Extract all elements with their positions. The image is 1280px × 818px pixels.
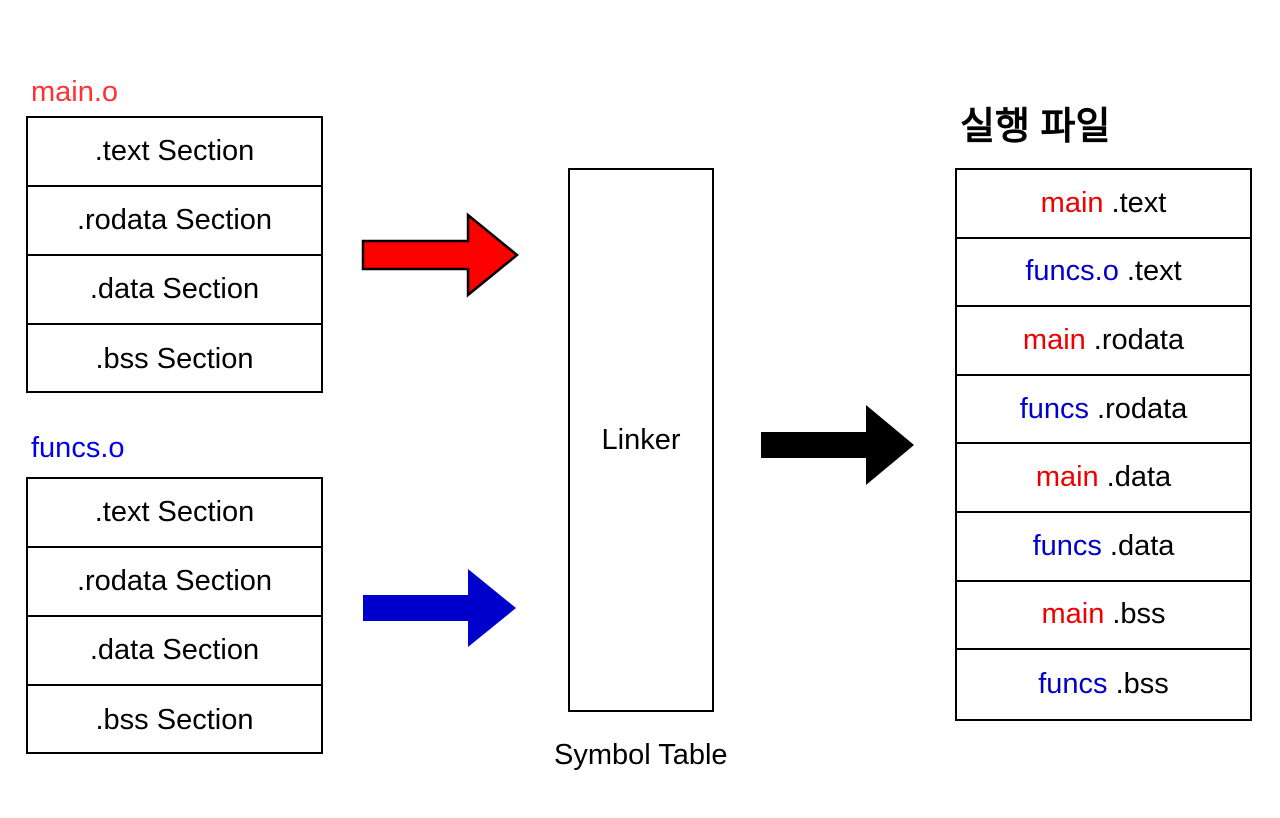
linker-box: Linker [568, 168, 714, 712]
executable-row: main.data [957, 444, 1250, 513]
executable-row: funcs.data [957, 513, 1250, 582]
executable-row-section: .rodata [1093, 323, 1185, 356]
executable-row-section: .text [1111, 186, 1167, 219]
executable-row-source: funcs [1019, 392, 1090, 425]
funcs-to-linker-arrow [363, 569, 516, 647]
executable-row: funcs.o.text [957, 239, 1250, 308]
linker-label: Linker [601, 423, 681, 456]
main-bss-section: .bss Section [95, 343, 254, 375]
executable-title: 실행 파일 [960, 106, 1111, 148]
executable-row-source: funcs [1032, 529, 1102, 562]
executable-row-source: main [1040, 186, 1104, 219]
executable-row-section: .rodata [1097, 392, 1188, 425]
executable-row: main.bss [957, 582, 1250, 651]
executable-row: funcs.rodata [957, 376, 1250, 445]
executable-row: main.text [957, 170, 1250, 239]
executable-row-source: main [1035, 461, 1099, 494]
executable-row-source: funcs [1038, 667, 1108, 700]
funcs-object-title: funcs.o [31, 432, 125, 464]
main-rodata-section: .rodata Section [28, 187, 321, 256]
funcs-object-sections: .text Section .rodata Section .data Sect… [26, 477, 323, 754]
main-data-section: .data Section [28, 256, 321, 325]
linker-to-executable-arrow [761, 405, 914, 485]
funcs-data-section: .data Section [28, 617, 321, 686]
executable-row-section: .data [1106, 461, 1172, 494]
symbol-table-caption: Symbol Table [554, 739, 728, 771]
executable-row-source: main [1022, 323, 1086, 356]
main-object-title: main.o [31, 76, 119, 108]
executable-row-section: .bss [1112, 598, 1166, 631]
executable-row-section: .data [1109, 529, 1175, 562]
funcs-rodata-section: .rodata Section [28, 548, 321, 617]
executable-row: main.rodata [957, 307, 1250, 376]
funcs-bss-section: .bss Section [95, 704, 254, 736]
executable-row-section: .bss [1115, 667, 1169, 700]
main-text-section: .text Section [28, 118, 321, 187]
executable-row-source: main [1041, 598, 1105, 631]
funcs-text-section: .text Section [28, 479, 321, 548]
executable-row-source: funcs.o [1025, 255, 1119, 288]
executable-row: funcs.bss [957, 650, 1250, 719]
main-object-sections: .text Section .rodata Section .data Sect… [26, 116, 323, 393]
executable-row-section: .text [1126, 255, 1182, 288]
main-to-linker-arrow [361, 212, 519, 298]
